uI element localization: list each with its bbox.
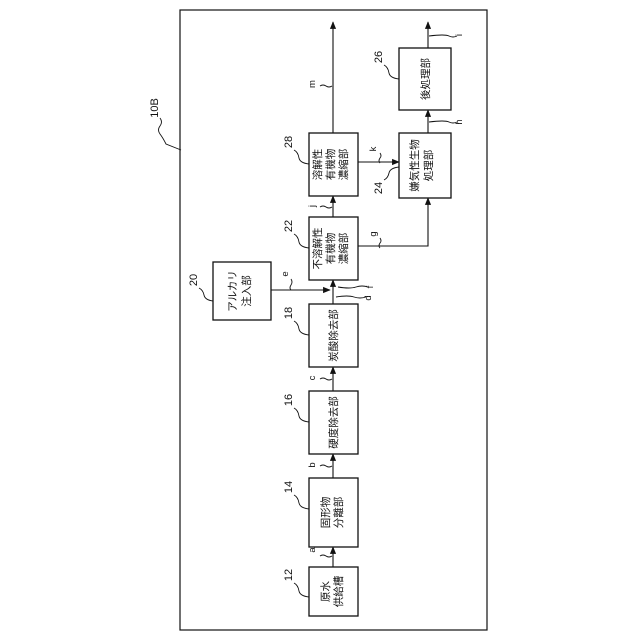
ref-number-24: 24 <box>373 182 385 194</box>
block-solid-separator: 固形物 分離部 <box>309 478 358 547</box>
ref-number-20: 20 <box>188 274 200 286</box>
block-raw-water-tank: 原水 供給槽 <box>309 567 358 616</box>
flow-m-tick <box>320 85 332 87</box>
flow-letter-d: d <box>363 295 374 300</box>
block-hardness-removal-label: 硬度除去部 <box>327 396 340 449</box>
flow-letter-k: k <box>368 146 379 151</box>
block-soluble-organic-concentrator: 溶解性 有機物 濃縮部 <box>309 133 358 196</box>
flow-label-c: c <box>307 375 332 380</box>
block-soluble-concentrator-label-3: 濃縮部 <box>337 149 350 181</box>
ref-24-leader <box>384 167 399 180</box>
ref-number-16: 16 <box>283 394 295 406</box>
flow-label-i: i <box>429 34 465 37</box>
ref-16-leader <box>294 408 309 422</box>
ref-number-28: 28 <box>283 136 295 148</box>
flow-j-tick <box>320 206 332 208</box>
ref-16: 16 <box>283 394 309 422</box>
block-solid-separator-label-2: 分離部 <box>332 497 345 529</box>
flow-letter-c: c <box>307 375 318 380</box>
block-hardness-removal: 硬度除去部 <box>309 391 358 454</box>
block-carbonate-removal-label: 炭酸除去部 <box>327 309 340 362</box>
block-soluble-concentrator-label-1: 溶解性 <box>311 149 324 181</box>
ref-number-18: 18 <box>283 307 295 319</box>
block-insoluble-concentrator-label-3: 濃縮部 <box>337 233 350 265</box>
block-insoluble-concentrator-label-1: 不溶解性 <box>311 228 324 270</box>
flow-line-g <box>358 198 428 246</box>
ref-number-26: 26 <box>373 51 385 63</box>
ref-26-leader <box>384 65 399 79</box>
flow-f-leader <box>338 286 368 288</box>
flow-d-leader <box>336 296 366 298</box>
block-post-treatment-label: 後処理部 <box>419 58 432 100</box>
block-raw-water-tank-label-1: 原水 <box>320 581 332 602</box>
block-anaerobic-treatment-label-2: 処理部 <box>422 150 435 182</box>
flow-label-f: f <box>338 285 376 288</box>
ref-number-14: 14 <box>283 481 295 493</box>
flow-label-b: b <box>307 462 332 467</box>
flow-label-e: e <box>280 271 292 290</box>
flow-label-m: m <box>307 80 332 88</box>
system-label: 10B <box>149 98 161 118</box>
ref-number-22: 22 <box>283 220 295 232</box>
flow-i-leader <box>429 35 457 37</box>
flow-h-leader <box>429 121 457 123</box>
flow-b-tick <box>320 465 332 467</box>
flow-letter-h: h <box>454 119 465 124</box>
flow-letter-e: e <box>280 271 291 276</box>
block-soluble-concentrator-label-2: 有機物 <box>324 149 337 181</box>
block-insoluble-concentrator-label-2: 有機物 <box>324 233 337 265</box>
flow-letter-a: a <box>307 547 318 553</box>
block-insoluble-organic-concentrator: 不溶解性 有機物 濃縮部 <box>309 217 358 280</box>
ref-28-leader <box>294 150 309 164</box>
ref-28: 28 <box>283 136 309 164</box>
flow-e-tick <box>290 279 292 290</box>
flow-label-d: d <box>336 295 374 300</box>
flow-a-tick <box>320 555 332 557</box>
ref-24: 24 <box>373 167 399 194</box>
block-anaerobic-treatment: 嫌気性生物 処理部 <box>399 133 451 198</box>
flow-label-h: h <box>429 119 465 124</box>
ref-22-leader <box>294 234 309 248</box>
block-alkali-injection-label-2: 注入部 <box>240 275 253 307</box>
flow-letter-j: j <box>307 205 318 208</box>
flow-label-k: k <box>368 146 381 163</box>
ref-14-leader <box>294 495 309 509</box>
block-carbonate-removal: 炭酸除去部 <box>309 304 358 367</box>
flow-label-j: j <box>307 205 332 208</box>
flow-letter-b: b <box>307 462 318 467</box>
block-alkali-injection-label-1: アルカリ <box>227 270 239 312</box>
flow-label-a: a <box>307 547 332 557</box>
block-solid-separator-label-1: 固形物 <box>319 497 332 529</box>
flow-letter-m: m <box>307 80 318 88</box>
ref-18-leader <box>294 321 309 335</box>
flow-letter-i: i <box>454 34 465 36</box>
block-alkali-injection: アルカリ 注入部 <box>213 262 271 320</box>
ref-number-12: 12 <box>283 569 295 581</box>
block-post-treatment: 後処理部 <box>399 48 451 110</box>
ref-26: 26 <box>373 51 399 79</box>
system-label-leader <box>159 118 182 150</box>
ref-12: 12 <box>283 569 309 597</box>
ref-20-leader <box>199 288 213 301</box>
ref-20: 20 <box>188 274 213 301</box>
block-anaerobic-treatment-label-1: 嫌気性生物 <box>408 139 421 192</box>
block-raw-water-tank-label-2: 供給槽 <box>332 575 345 607</box>
ref-14: 14 <box>283 481 309 509</box>
ref-12-leader <box>294 583 309 597</box>
ref-22: 22 <box>283 220 309 248</box>
flow-c-tick <box>320 378 332 380</box>
ref-18: 18 <box>283 307 309 335</box>
flow-letter-g: g <box>368 231 379 236</box>
